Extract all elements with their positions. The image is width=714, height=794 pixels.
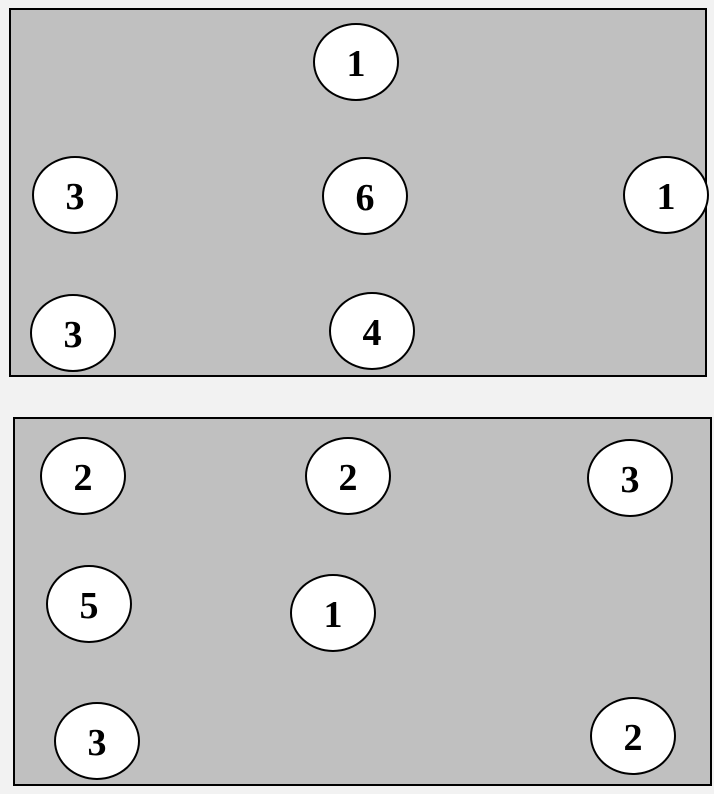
bottom-panel: 2 2 3 5 1 3 2 <box>13 417 712 786</box>
node-circle: 1 <box>313 23 399 101</box>
node-circle: 3 <box>54 702 140 780</box>
node-circle: 6 <box>322 157 408 235</box>
node-circle: 3 <box>32 156 118 234</box>
node-circle: 4 <box>329 292 415 370</box>
node-circle: 2 <box>590 697 676 775</box>
node-circle: 3 <box>30 294 116 372</box>
node-circle: 3 <box>587 439 673 517</box>
node-circle: 2 <box>40 437 126 515</box>
node-circle: 1 <box>290 574 376 652</box>
node-circle: 5 <box>46 565 132 643</box>
node-circle: 2 <box>305 437 391 515</box>
top-panel: 1 3 6 1 3 4 <box>9 8 709 377</box>
node-circle: 1 <box>623 156 709 234</box>
